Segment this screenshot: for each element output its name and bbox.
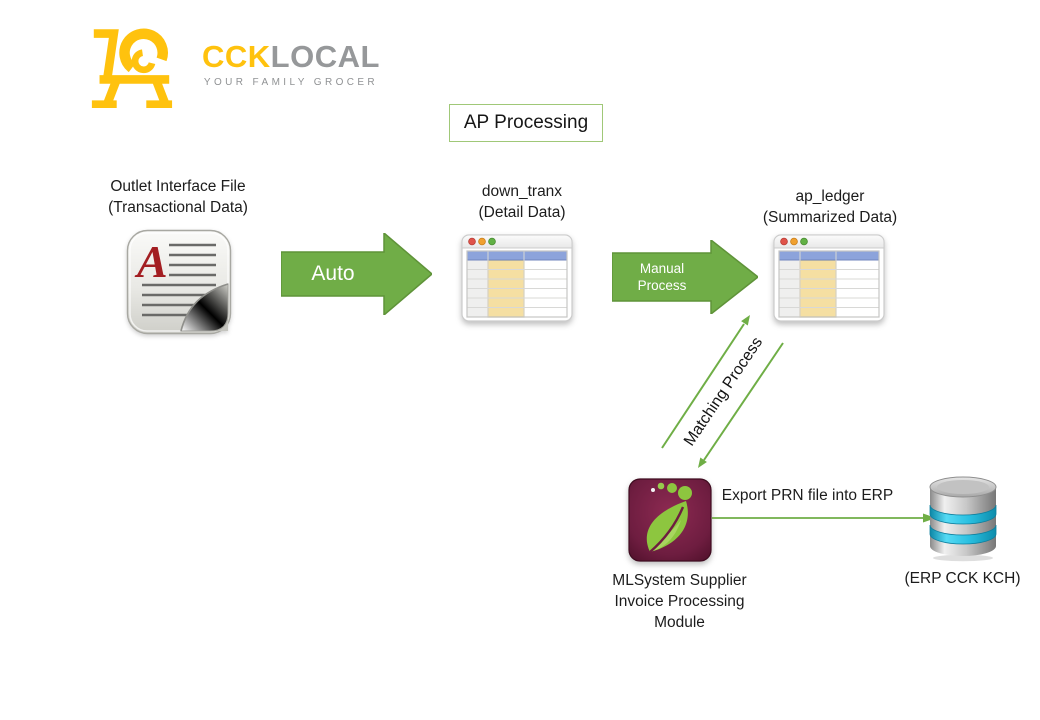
mlsystem-label-line1: MLSystem Supplier [612,572,747,589]
logo-tagline: YOUR FAMILY GROCER [203,77,379,88]
text-document-icon: A [126,229,232,335]
outlet-file-label: Outlet Interface File (Transactional Dat… [88,176,268,218]
mlsystem-label-line3: Module [654,614,705,631]
ap-ledger-label: ap_ledger (Summarized Data) [745,186,915,228]
mlsystem-label: MLSystem Supplier Invoice Processing Mod… [592,570,767,633]
ap-ledger-spreadsheet-icon [773,234,885,322]
down-tranx-label: down_tranx (Detail Data) [442,181,602,223]
diagram-title: AP Processing [449,104,603,142]
erp-database-icon [929,476,997,562]
logo-text: CCKLOCAL YOUR FAMILY GROCER [202,41,380,89]
export-prn-label: Export PRN file into ERP [721,487,894,504]
outlet-file-label-line2: (Transactional Data) [108,199,248,216]
erp-label: (ERP CCK KCH) [904,570,1021,587]
svg-text:A: A [134,236,168,287]
manual-process-arrow [612,240,758,314]
manual-process-label-line1: Manual [639,261,685,276]
outlet-file-label-line1: Outlet Interface File [110,178,246,195]
auto-arrow [281,233,432,315]
logo-brand-primary: CCK [202,39,271,74]
ap-ledger-label-line2: (Summarized Data) [762,209,898,226]
logo: CCKLOCAL YOUR FAMILY GROCER [86,25,380,109]
matching-process-arrows [661,315,784,468]
ap-ledger-label-line1: ap_ledger [795,188,865,205]
auto-arrow-label: Auto [311,262,355,285]
down-tranx-label-line2: (Detail Data) [478,204,566,221]
down-tranx-spreadsheet-icon [461,234,573,322]
mlsystem-leaf-app-icon [628,478,712,562]
shopping-cart-icon [91,28,173,109]
logo-brand-secondary: LOCAL [270,39,380,74]
mlsystem-label-line2: Invoice Processing [614,593,745,610]
down-tranx-label-line1: down_tranx [481,183,563,200]
manual-process-label-line2: Process [637,278,687,293]
manual-process-arrow-label: Manual Process [612,252,712,302]
export-prn-arrow [712,513,936,523]
logo-brand: CCKLOCAL [202,41,380,73]
